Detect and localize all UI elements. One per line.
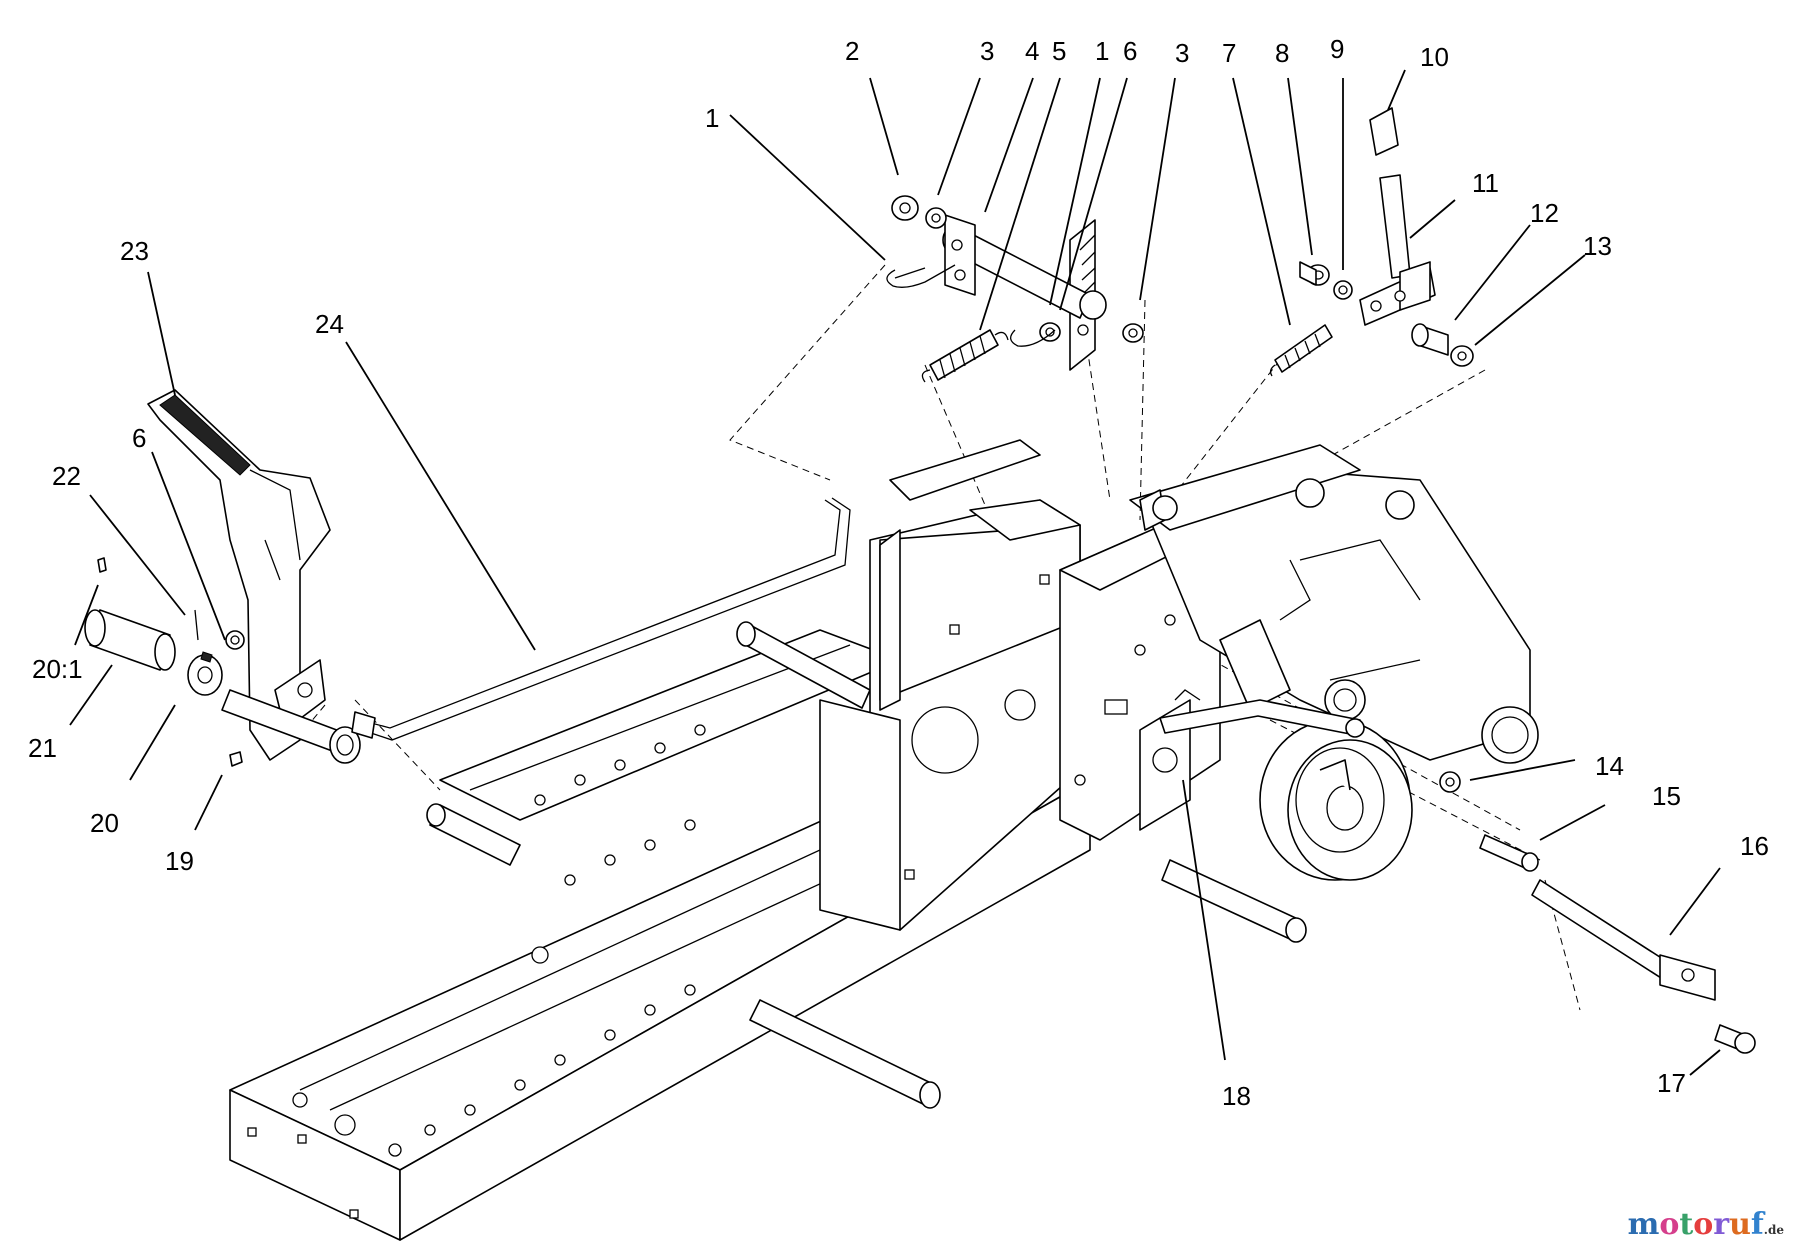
pedal-shaft	[84, 557, 361, 767]
callout-20-1: 20:1	[32, 654, 83, 684]
callout-13: 13	[1583, 231, 1612, 261]
logo-letter: t	[1679, 1207, 1694, 1242]
pivot-shaft	[942, 214, 1107, 320]
extension-spring-left	[921, 329, 1009, 383]
hand-lever	[1359, 107, 1449, 356]
callout-11: 11	[1472, 168, 1499, 198]
callout-22: 22	[52, 461, 81, 491]
logo-letter: o	[1693, 1207, 1714, 1242]
callout-23: 23	[120, 236, 149, 266]
washers-and-nuts	[891, 195, 1474, 367]
callout-10: 10	[1420, 42, 1449, 72]
callout-leaders	[69, 69, 1721, 1076]
callout-1: 1	[705, 103, 719, 133]
brake-rod	[1159, 689, 1365, 738]
logo-letter: u	[1729, 1207, 1751, 1242]
motoruf-logo: motoruf.de	[1628, 1207, 1784, 1242]
logo-letter: m	[1627, 1207, 1660, 1242]
logo-letter: f	[1750, 1207, 1764, 1242]
callout-5: 5	[1052, 36, 1066, 66]
callout-21: 21	[28, 733, 57, 763]
callout-18: 18	[1222, 1081, 1251, 1111]
callout-6b: 6	[132, 423, 146, 453]
logo-suffix: .de	[1763, 1223, 1784, 1237]
transmission-housing	[1129, 444, 1539, 764]
callout-3b: 3	[1175, 38, 1189, 68]
callout-3: 3	[980, 36, 994, 66]
callout-24: 24	[315, 309, 344, 339]
extension-spring-right	[1269, 324, 1333, 377]
callout-6: 6	[1123, 36, 1137, 66]
hairpin-cotter-pins	[886, 264, 1056, 347]
callout-20: 20	[90, 808, 119, 838]
callout-7: 7	[1222, 38, 1236, 68]
logo-letter: r	[1713, 1207, 1730, 1242]
callout-16: 16	[1740, 831, 1769, 861]
callout-9: 9	[1330, 34, 1344, 64]
side-rod	[1439, 771, 1756, 1054]
drive-pulley	[1259, 679, 1413, 881]
callout-17: 17	[1657, 1068, 1686, 1098]
callout-8: 8	[1275, 38, 1289, 68]
callout-4: 4	[1025, 36, 1039, 66]
callout-2: 2	[845, 36, 859, 66]
callout-numbers: 1 2 3 4 5 1 6 3 7 8 9 10 11 12 13 23 24 …	[28, 34, 1769, 1111]
axle-tubes	[426, 621, 1307, 1109]
callout-1b: 1	[1095, 36, 1109, 66]
center-frame-plate	[819, 439, 1081, 931]
callout-15: 15	[1652, 781, 1681, 811]
callout-12: 12	[1530, 198, 1559, 228]
callout-19: 19	[165, 846, 194, 876]
connecting-rod	[351, 497, 851, 741]
logo-letter: o	[1659, 1207, 1680, 1242]
callout-14: 14	[1595, 751, 1624, 781]
